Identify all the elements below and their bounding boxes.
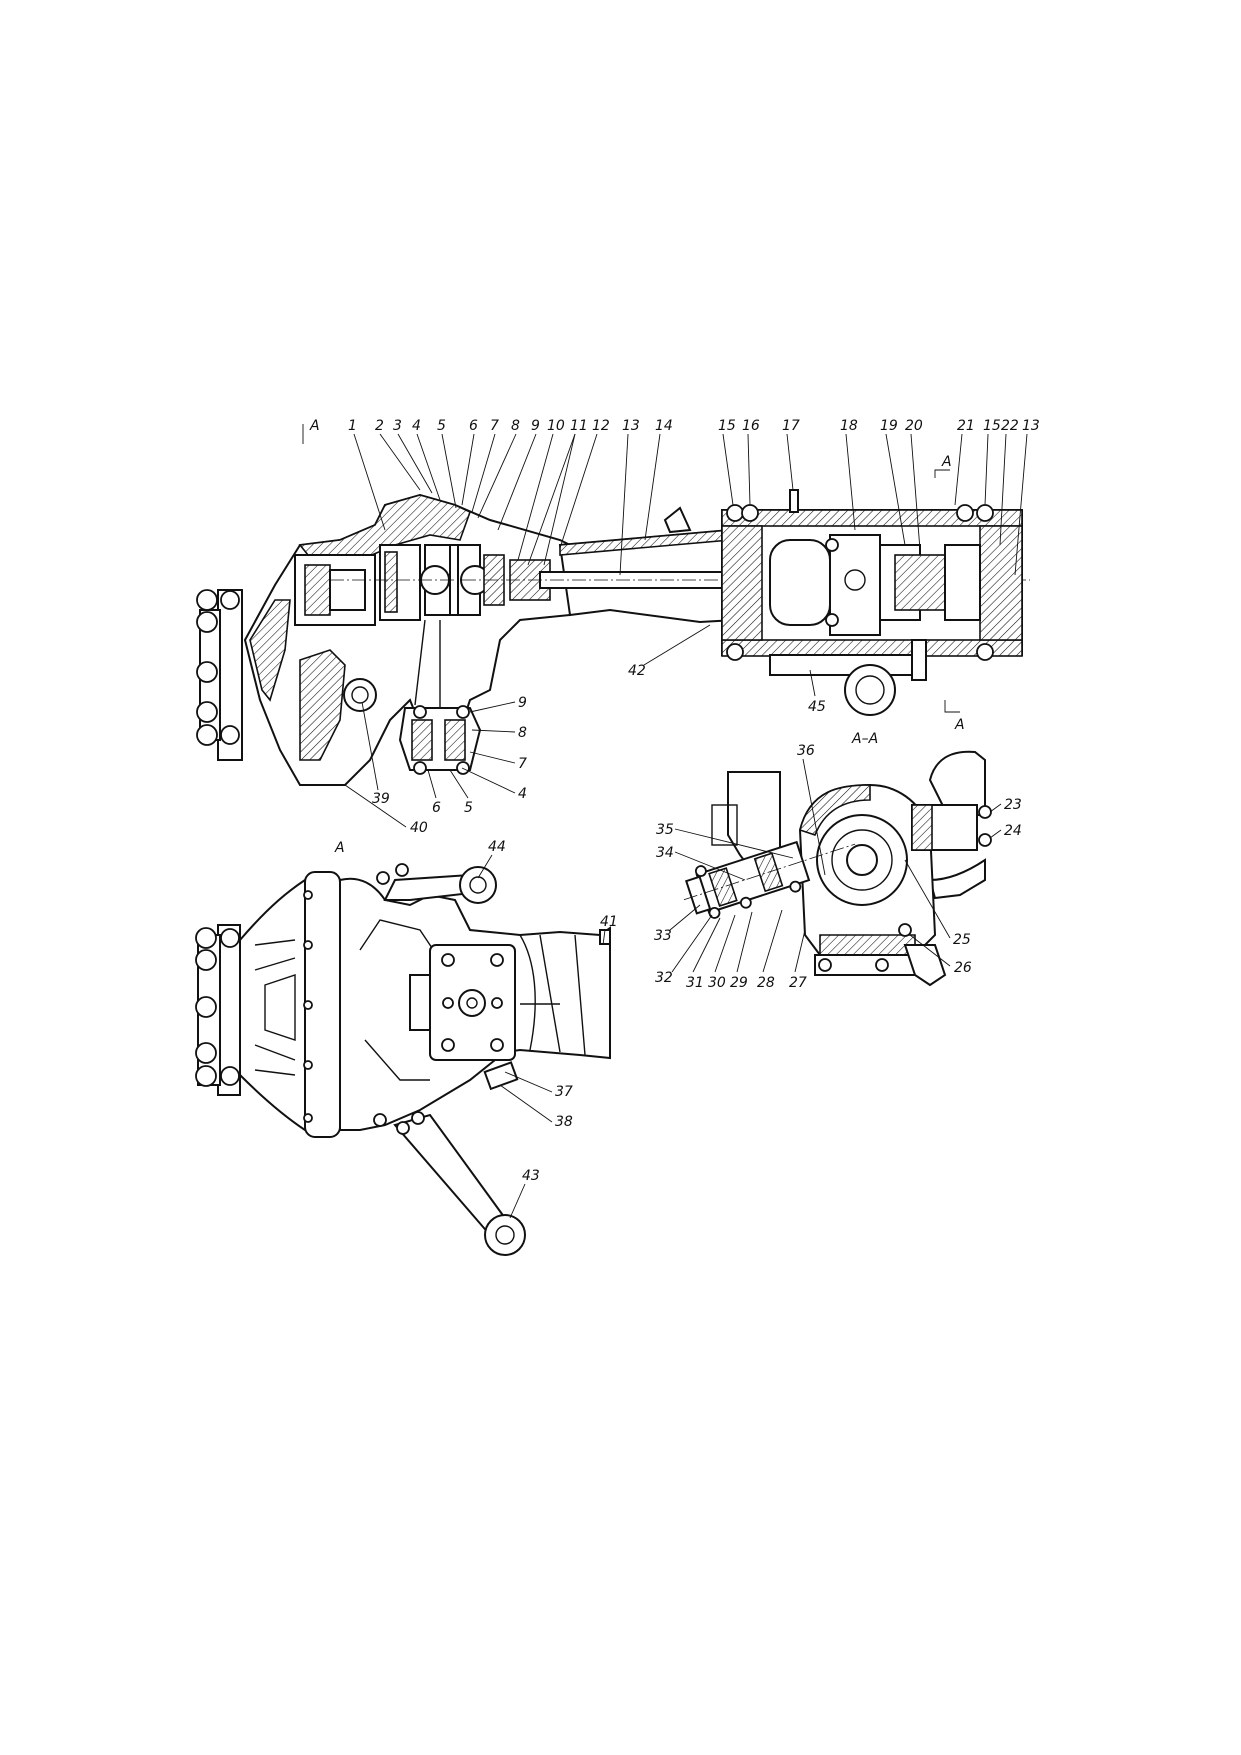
callout-label: 7 [490, 418, 499, 434]
callout-label: 39 [372, 791, 390, 807]
callout-label: 34 [656, 845, 674, 861]
callout-label: 4 [518, 786, 527, 802]
callout-label: 8 [511, 418, 520, 434]
section-a-a: A–A [654, 731, 1022, 991]
callout-label: 28 [757, 975, 775, 991]
callout-label: 30 [708, 975, 726, 991]
callout-label: 26 [954, 960, 972, 976]
view-a-flange [195, 924, 241, 1096]
callout-label: 21 [957, 418, 975, 434]
callout-label: 22 [1001, 418, 1019, 434]
lower-bearing-housing [398, 619, 482, 775]
callout-label: 35 [656, 822, 674, 838]
callout-label: 18 [840, 418, 858, 434]
callouts-main-top: 1 2 3 4 5 6 7 8 9 10 11 12 13 14 15 16 1… [348, 418, 1040, 434]
section-cut-top-label: A [941, 454, 952, 470]
callout-label: 42 [628, 663, 646, 679]
callout-label: 29 [730, 975, 748, 991]
callouts-main-lower: 9 8 7 4 5 6 39 40 42 45 [372, 663, 826, 836]
section-aa-title: A–A [851, 731, 878, 747]
callout-label: 1 [348, 418, 357, 434]
main-section-view: A [196, 418, 1040, 836]
callout-label: 23 [1004, 797, 1022, 813]
right-coupling-housing [721, 489, 1023, 716]
callout-label: 6 [432, 800, 441, 816]
view-a-title: A [334, 840, 345, 856]
angled-pinion-assembly [683, 840, 856, 919]
callout-label: 13 [622, 418, 640, 434]
callout-label: 32 [655, 970, 673, 986]
callout-label: 2 [375, 418, 384, 434]
callout-label: 40 [410, 820, 428, 836]
output-flange [196, 589, 243, 761]
callout-label: 7 [518, 756, 527, 772]
callout-label: 24 [1004, 823, 1022, 839]
callout-label: 14 [655, 418, 673, 434]
view-a: A [195, 839, 618, 1256]
callout-label: 20 [905, 418, 923, 434]
callout-label: 31 [686, 975, 704, 991]
callout-label: 41 [600, 914, 618, 930]
callout-label: 38 [555, 1114, 573, 1130]
callout-label: 12 [592, 418, 610, 434]
callout-label: 16 [742, 418, 760, 434]
callout-label: 27 [789, 975, 807, 991]
upper-lever [376, 863, 497, 904]
callout-label: 9 [531, 418, 540, 434]
callout-label: 8 [518, 725, 527, 741]
callout-leaders-main-top [353, 433, 1028, 576]
callout-label: 37 [555, 1084, 573, 1100]
main-section-marker: A [309, 418, 320, 434]
callout-label: 5 [437, 418, 446, 434]
callout-label: 15 [718, 418, 736, 434]
section-cut-bottom-label: A [954, 717, 965, 733]
callout-label: 9 [518, 695, 527, 711]
callout-label: 6 [469, 418, 478, 434]
callout-label: 43 [522, 1168, 540, 1184]
callout-label: 3 [393, 418, 402, 434]
callout-label: 44 [488, 839, 506, 855]
callout-label: 17 [782, 418, 800, 434]
callout-label: 45 [808, 699, 826, 715]
callout-label: 15 [983, 418, 1001, 434]
callout-label: 11 [570, 418, 588, 434]
callout-leaders-main-lower [344, 624, 816, 828]
callout-label: 4 [412, 418, 421, 434]
callout-label: 5 [464, 800, 473, 816]
callout-label: 10 [547, 418, 565, 434]
callout-label: 25 [953, 932, 971, 948]
callout-label: 19 [880, 418, 898, 434]
callout-label: 33 [654, 928, 672, 944]
callout-label: 13 [1022, 418, 1040, 434]
lower-lever [373, 1111, 526, 1256]
callout-label: 36 [797, 743, 815, 759]
